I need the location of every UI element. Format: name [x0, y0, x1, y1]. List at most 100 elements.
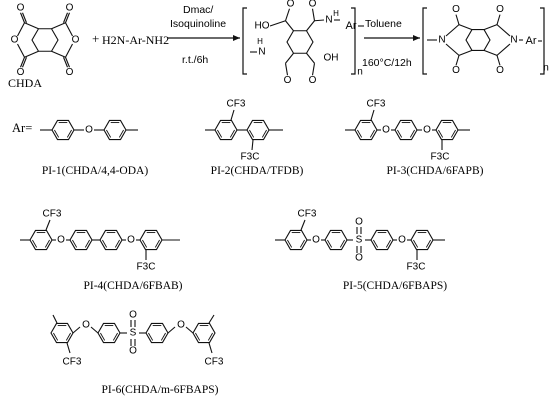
- aromatic-double-bond: [299, 239, 305, 248]
- imide-bond: [458, 24, 473, 31]
- aromatic-double-bond: [84, 239, 90, 248]
- anhydride-bond: [17, 22, 25, 37]
- pi1-benzene-ring: [51, 119, 75, 141]
- step2-conditions-bottom: 160°C/12h: [362, 57, 412, 69]
- ether-oxygen-atom: O: [423, 125, 431, 136]
- chda-cyclohexane-ring: [31, 28, 59, 52]
- aromatic-double-bond: [102, 239, 108, 248]
- product-ar-label: Ar: [526, 35, 537, 47]
- carbonyl-oxygen-atom: O: [496, 4, 504, 15]
- carbonyl-bond: [311, 63, 316, 76]
- caption-pi-4: PI-4(CHDA/6FBAB): [83, 280, 183, 292]
- aromatic-double-bond: [100, 332, 106, 341]
- intermediate-right-bracket: [351, 7, 356, 75]
- acid-bond: [306, 52, 315, 64]
- hydroxyl-label: HO: [255, 21, 270, 32]
- bond: [90, 326, 99, 334]
- product-repeat-n: n: [543, 63, 549, 74]
- amide-hydrogen-atom: H: [257, 37, 263, 46]
- cf3-group: F3C: [241, 152, 260, 163]
- pi4-benzene-ring: [29, 229, 53, 251]
- ether-oxygen-atom: O: [82, 320, 90, 331]
- aromatic-double-bond: [373, 239, 379, 248]
- aromatic-double-bond: [357, 129, 363, 138]
- imide-bond: [483, 24, 498, 31]
- cf3-group: CF3: [298, 209, 317, 220]
- pi5-benzene-ring: [324, 229, 348, 251]
- intermediate-ar-label: Ar: [346, 20, 357, 32]
- carbonyl-bond: [64, 57, 71, 68]
- aromatic-double-bond: [54, 129, 60, 138]
- imide-bond: [496, 43, 511, 56]
- bond: [208, 342, 213, 354]
- pi3-benzene-ring: [354, 119, 378, 141]
- product-cyclohexane-ring: [465, 29, 491, 51]
- pi3-benzene-ring: [435, 119, 459, 141]
- carbonyl-bond: [311, 8, 316, 21]
- acid-bond: [269, 20, 286, 27]
- aromatic-double-bond: [369, 129, 375, 138]
- hydroxyl-label: OH: [324, 53, 339, 64]
- caption-pi-5: PI-5(CHDA/6FBAPS): [342, 280, 448, 292]
- aromatic-double-bond: [327, 239, 333, 248]
- bond: [251, 139, 254, 151]
- amide-hydrogen-atom: H: [333, 9, 339, 18]
- step2-conditions-top: Toluene: [365, 18, 402, 30]
- aromatic-double-bond: [106, 129, 112, 138]
- step1-arrow-head: [233, 35, 240, 41]
- pi2-benzene-ring: [246, 119, 270, 141]
- bond: [167, 326, 176, 334]
- aromatic-double-bond: [32, 239, 38, 248]
- sulfone-oxygen-atom: O: [355, 253, 363, 264]
- ring-oxygen-atom: O: [11, 35, 19, 46]
- aromatic-double-bond: [413, 239, 419, 248]
- step2-arrow-head: [413, 35, 420, 41]
- bond: [66, 342, 71, 354]
- ether-oxygen-atom: O: [57, 235, 65, 246]
- aromatic-double-bond: [217, 129, 223, 138]
- aromatic-double-bond: [261, 129, 267, 138]
- bond: [370, 109, 375, 121]
- carbonyl-bond: [21, 57, 28, 68]
- cf3-group: CF3: [43, 209, 62, 220]
- imide-bond: [483, 49, 498, 56]
- aromatic-double-bond: [207, 332, 213, 341]
- sulfone-sulfur-atom: S: [130, 328, 137, 339]
- ring-oxygen-atom: O: [72, 35, 80, 46]
- carbonyl-oxygen-atom: O: [496, 65, 504, 76]
- aromatic-double-bond: [409, 129, 415, 138]
- pi5-benzene-ring: [284, 229, 308, 251]
- intermediate-cyclohexane-ring: [286, 30, 314, 54]
- aromatic-double-bond: [148, 332, 154, 341]
- aromatic-double-bond: [397, 129, 403, 138]
- anhydride-bond: [65, 22, 73, 37]
- step1-conditions-top: Dmac/: [183, 4, 214, 16]
- amide-bond: [285, 52, 294, 64]
- pi4-benzene-ring: [99, 229, 123, 251]
- carbonyl-bond: [284, 8, 291, 21]
- carbonyl-bond: [496, 14, 501, 25]
- product-right-bracket: [540, 7, 545, 75]
- cf3-group: CF3: [63, 357, 82, 368]
- caption-pi-1: PI-1(CHDA/4,4-ODA): [41, 165, 149, 177]
- aromatic-double-bond: [118, 129, 124, 138]
- anhydride-bond: [24, 22, 39, 30]
- carbonyl-bond: [455, 14, 460, 25]
- carbonyl-oxygen-atom: O: [309, 0, 317, 9]
- ether-oxygen-atom: O: [127, 235, 135, 246]
- caption-pi-3: PI-3(CHDA/6FAPB): [386, 165, 484, 177]
- bond: [300, 219, 306, 231]
- pi5-benzene-ring: [410, 229, 434, 251]
- carbonyl-oxygen-atom: O: [66, 67, 74, 78]
- carbonyl-bond: [284, 63, 289, 76]
- aromatic-double-bond: [66, 129, 72, 138]
- carbonyl-bond: [64, 12, 71, 23]
- cf3-group: CF3: [227, 99, 246, 110]
- amide-bond: [314, 19, 325, 22]
- cf3-group: CF3: [205, 357, 224, 368]
- imide-nitrogen-atom: N: [510, 35, 517, 46]
- carbonyl-oxygen-atom: O: [452, 4, 460, 15]
- caption-pi-6: PI-6(CHDA/m-6FBAPS): [101, 384, 219, 396]
- sulfone-oxygen-atom: O: [129, 310, 137, 321]
